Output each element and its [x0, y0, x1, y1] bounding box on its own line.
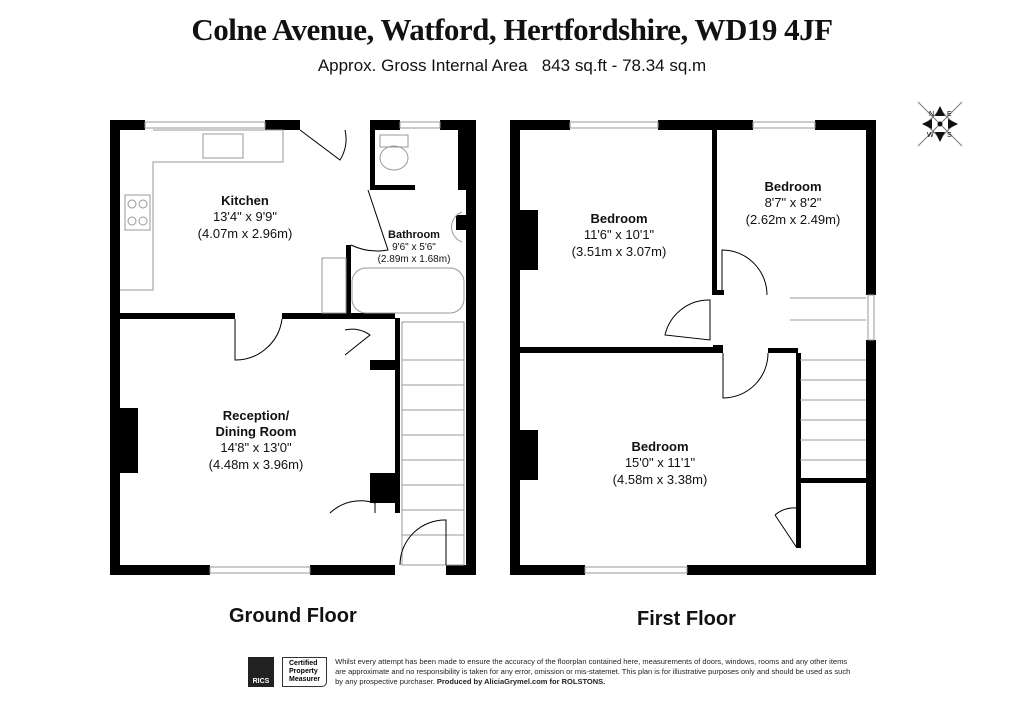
- room-size-metric: (4.58m x 3.38m): [613, 472, 708, 487]
- room-size-imperial: 8'7" x 8'2": [765, 195, 822, 210]
- room-size-metric: (2.62m x 2.49m): [746, 212, 841, 227]
- rics-logo: RICS: [248, 657, 274, 687]
- room-size-imperial: 11'6" x 10'1": [584, 227, 655, 242]
- first-floor-fixtures: [569, 121, 875, 574]
- ground-floor-label: Ground Floor: [229, 605, 357, 627]
- compass-s: S: [947, 132, 952, 139]
- ground-floor-fixtures: [120, 121, 465, 574]
- room-size-imperial: 13'4" x 9'9": [213, 209, 277, 224]
- property-address: Colne Avenue, Watford, Hertfordshire, WD…: [191, 12, 833, 47]
- reception-label: Reception/ Dining Room 14'8" x 13'0" (4.…: [209, 408, 304, 472]
- disclaimer-text: Whilst every attempt has been made to en…: [335, 657, 851, 686]
- room-size-imperial: 9'6" x 5'6": [392, 242, 436, 253]
- cert-line: Measurer: [289, 676, 321, 683]
- first-floor-label: First Floor: [637, 608, 736, 630]
- room-size-imperial: 15'0" x 11'1": [625, 455, 696, 470]
- cert-line: Certified: [289, 660, 318, 667]
- room-name: Bedroom: [631, 439, 688, 454]
- room-size-metric: (4.48m x 3.96m): [209, 457, 304, 472]
- bedroom-1-label: Bedroom 11'6" x 10'1" (3.51m x 3.07m): [572, 211, 667, 259]
- kitchen-label: Kitchen 13'4" x 9'9" (4.07m x 2.96m): [198, 193, 293, 241]
- gross-area: Approx. Gross Internal Area 843 sq.ft - …: [317, 56, 707, 75]
- bedroom-2-label: Bedroom 8'7" x 8'2" (2.62m x 2.49m): [746, 179, 841, 227]
- room-name: Bathroom: [388, 229, 440, 241]
- cert-line: Property: [289, 668, 318, 675]
- compass-n: N: [929, 111, 934, 118]
- room-name: Bedroom: [590, 211, 647, 226]
- certified-badge: Certified Property Measurer: [282, 657, 328, 687]
- bedroom-3-label: Bedroom 15'0" x 11'1" (4.58m x 3.38m): [613, 439, 708, 487]
- bathroom-label: Bathroom 9'6" x 5'6" (2.89m x 1.68m): [378, 229, 451, 265]
- room-size-metric: (4.07m x 2.96m): [198, 226, 293, 241]
- room-name: Bedroom: [764, 179, 821, 194]
- first-floor-plan: [510, 120, 876, 575]
- room-name: Reception/: [223, 408, 290, 423]
- compass-icon: N E S W: [917, 101, 963, 147]
- room-size-imperial: 14'8" x 13'0": [220, 440, 292, 455]
- room-name: Kitchen: [221, 193, 269, 208]
- room-size-metric: (3.51m x 3.07m): [572, 244, 667, 259]
- room-size-metric: (2.89m x 1.68m): [378, 254, 451, 265]
- compass-w: W: [927, 132, 934, 139]
- disclaimer: Whilst every attempt has been made to en…: [335, 657, 855, 687]
- producer-credit: Produced by AliciaGrymel.com for ROLSTON…: [436, 677, 606, 686]
- ground-floor-plan: [110, 120, 476, 575]
- compass-e: E: [947, 111, 952, 118]
- footer: RICS Certified Property Measurer Whilst …: [248, 657, 855, 687]
- room-name: Dining Room: [216, 424, 297, 439]
